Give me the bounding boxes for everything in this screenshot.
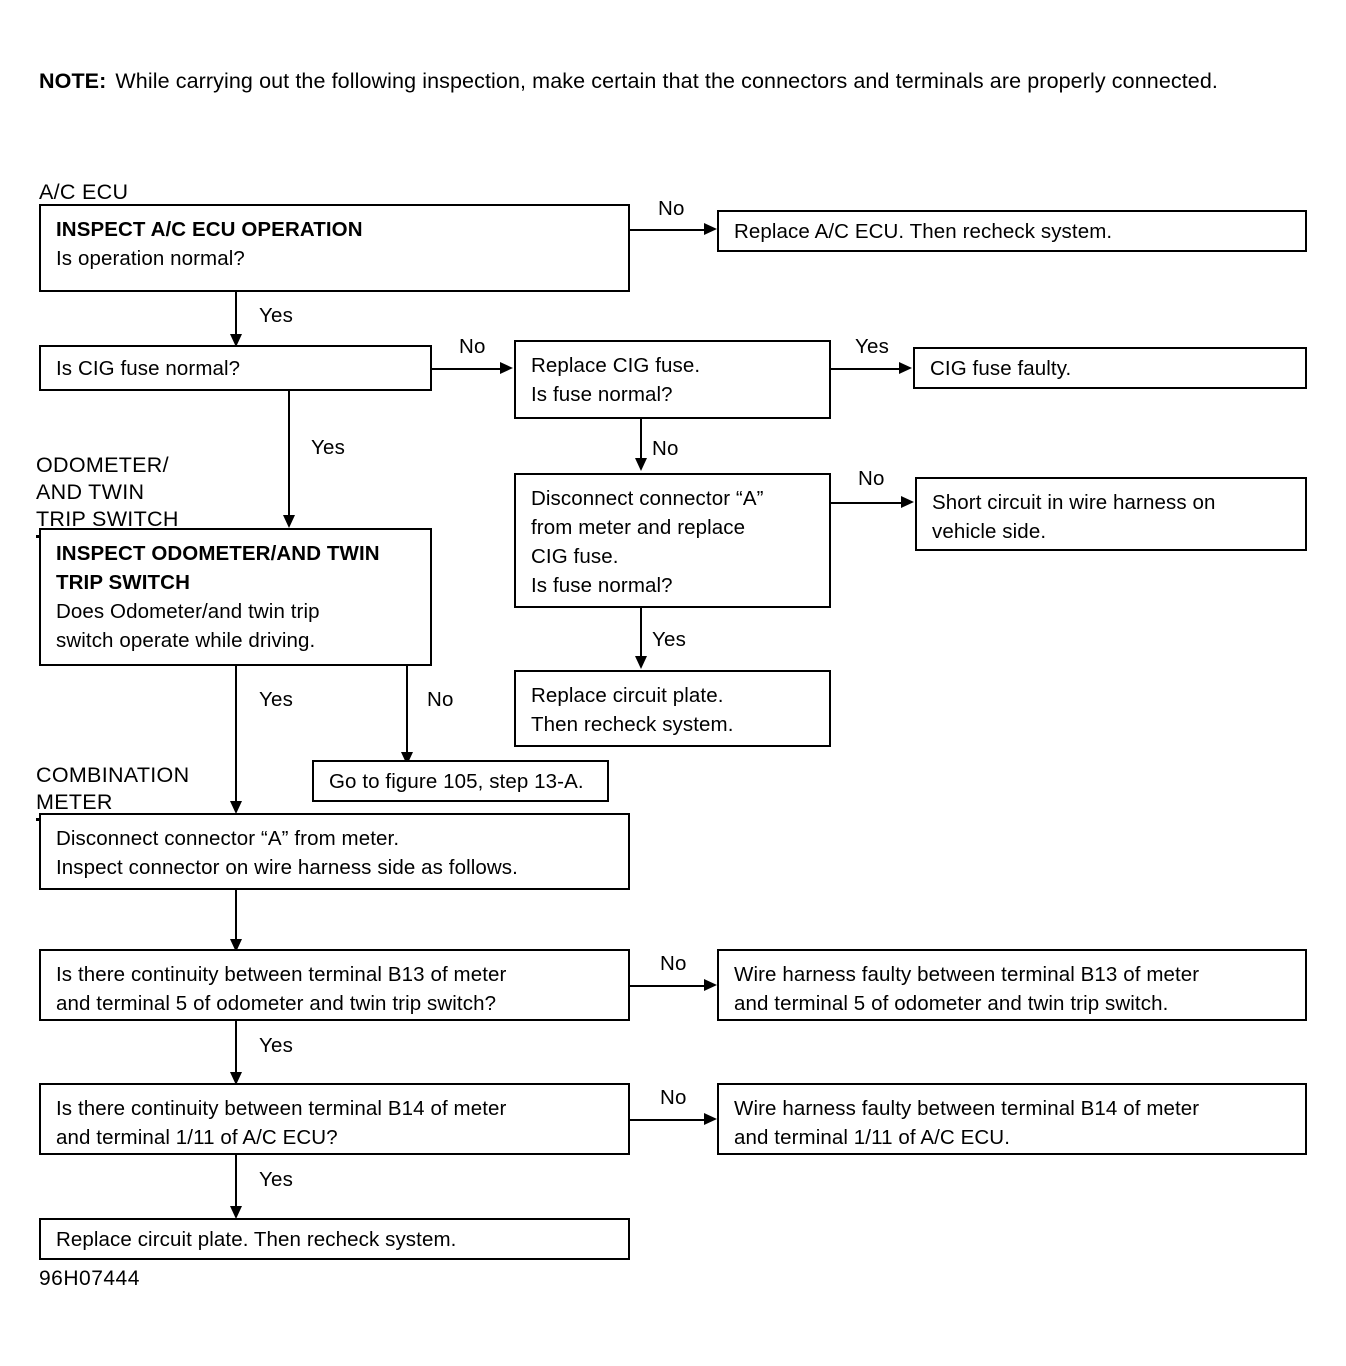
connector-ac-ecu-no <box>630 229 704 231</box>
section-title-combination-meter: COMBINATION METER <box>36 735 222 848</box>
box-line: Wire harness faulty between terminal B14… <box>734 1097 1200 1120</box>
edge-label-cig-no: No <box>459 335 486 358</box>
edge-label-odometer-no: No <box>427 688 454 711</box>
box-harness-faulty-b13: Wire harness faulty between terminal B13… <box>717 949 1307 1021</box>
connector-b14-yes <box>235 1155 237 1213</box>
box-is-cig-fuse-normal: Is CIG fuse normal? <box>39 345 432 391</box>
arrowhead-right <box>901 496 914 508</box>
arrowhead-down <box>283 515 295 528</box>
note-text: While carrying out the following inspect… <box>115 69 1218 93</box>
box-line: Is CIG fuse normal? <box>56 357 241 380</box>
box-line: CIG fuse. <box>531 545 619 568</box>
connector-replace-cig-no <box>640 419 642 464</box>
figure-id: 96H07444 <box>39 1267 140 1290</box>
box-heading: TRIP SWITCH <box>56 571 190 594</box>
box-line: Disconnect connector “A” <box>531 487 764 510</box>
connector-disconnect-no <box>831 502 901 504</box>
connector-b14-no <box>630 1119 704 1121</box>
arrowhead-right <box>704 223 717 235</box>
edge-label-ac-ecu-no: No <box>658 197 685 220</box>
box-heading: INSPECT ODOMETER/AND TWIN <box>56 542 380 565</box>
connector-cig-yes-down <box>288 391 290 523</box>
box-replace-cig-fuse: Replace CIG fuse. Is fuse normal? <box>514 340 831 419</box>
box-line: Replace A/C ECU. Then recheck system. <box>734 220 1113 243</box>
edge-label-b13-no: No <box>660 952 687 975</box>
edge-label-cig-yes-down: Yes <box>311 436 346 459</box>
section-title-combination-meter-label: COMBINATION METER <box>36 763 190 814</box>
connector-b13-no <box>630 985 704 987</box>
box-line: Short circuit in wire harness on <box>932 491 1216 514</box>
box-disconnect-connector-a-meter: Disconnect connector “A” from meter. Ins… <box>39 813 630 890</box>
arrowhead-down <box>230 334 242 347</box>
box-line: Go to figure 105, step 13-A. <box>329 770 584 793</box>
box-short-circuit: Short circuit in wire harness on vehicle… <box>915 477 1307 551</box>
edge-label-b14-no: No <box>660 1086 687 1109</box>
connector-odometer-no <box>406 666 408 760</box>
arrowhead-right <box>704 979 717 991</box>
arrowhead-down <box>230 1206 242 1219</box>
box-line: Is fuse normal? <box>531 574 673 597</box>
edge-label-replace-cig-yes: Yes <box>855 335 890 358</box>
box-line: CIG fuse faulty. <box>930 357 1072 380</box>
arrowhead-right <box>899 362 912 374</box>
box-line: Is there continuity between terminal B13… <box>56 963 507 986</box>
box-line: and terminal 5 of odometer and twin trip… <box>734 992 1169 1015</box>
box-cig-fuse-faulty: CIG fuse faulty. <box>913 347 1307 389</box>
connector-b13-yes <box>235 1021 237 1079</box>
box-harness-faulty-b14: Wire harness faulty between terminal B14… <box>717 1083 1307 1155</box>
box-disconnect-connector-a-replace-fuse: Disconnect connector “A” from meter and … <box>514 473 831 608</box>
box-line: Is there continuity between terminal B14… <box>56 1097 507 1120</box>
edge-label-ac-ecu-yes: Yes <box>259 304 294 327</box>
box-line: and terminal 5 of odometer and twin trip… <box>56 992 497 1015</box>
arrowhead-down <box>635 656 647 669</box>
edge-label-b13-yes: Yes <box>259 1034 294 1057</box>
edge-label-odometer-yes: Yes <box>259 688 294 711</box>
box-continuity-b14: Is there continuity between terminal B14… <box>39 1083 630 1155</box>
box-replace-circuit-plate-2: Replace circuit plate. Then recheck syst… <box>39 1218 630 1260</box>
arrowhead-down <box>230 1072 242 1085</box>
box-inspect-ac-ecu-operation: INSPECT A/C ECU OPERATION Is operation n… <box>39 204 630 292</box>
box-line: and terminal 1/11 of A/C ECU. <box>734 1126 1010 1149</box>
box-replace-circuit-plate-1: Replace circuit plate. Then recheck syst… <box>514 670 831 747</box>
edge-label-disconnect-no: No <box>858 467 885 490</box>
box-line: and terminal 1/11 of A/C ECU? <box>56 1126 338 1149</box>
connector-ac-ecu-yes <box>235 292 237 340</box>
arrowhead-down <box>230 939 242 952</box>
box-line: Replace circuit plate. Then recheck syst… <box>56 1228 457 1251</box>
note-paragraph: NOTE: While carrying out the following in… <box>39 66 1309 97</box>
box-line: Does Odometer/and twin trip <box>56 600 320 623</box>
box-line: Inspect connector on wire harness side a… <box>56 856 518 879</box>
box-line: switch operate while driving. <box>56 629 316 652</box>
section-title-odometer-label: ODOMETER/ AND TWIN TRIP SWITCH <box>36 453 179 531</box>
box-line: vehicle side. <box>932 520 1047 543</box>
connector-odometer-yes <box>235 666 237 808</box>
box-line: Replace CIG fuse. <box>531 354 701 377</box>
edge-label-disconnect-yes: Yes <box>652 628 687 651</box>
box-line: Then recheck system. <box>531 713 734 736</box>
connector-to-b13 <box>235 890 237 946</box>
edge-label-b14-yes: Yes <box>259 1168 294 1191</box>
arrowhead-down <box>230 801 242 814</box>
box-replace-ac-ecu: Replace A/C ECU. Then recheck system. <box>717 210 1307 252</box>
box-go-to-figure: Go to figure 105, step 13-A. <box>312 760 609 802</box>
section-title-ac-ecu-label: A/C ECU <box>39 180 129 204</box>
box-line: Wire harness faulty between terminal B13… <box>734 963 1200 986</box>
connector-cig-no <box>432 368 500 370</box>
arrowhead-down <box>635 458 647 471</box>
arrowhead-right <box>704 1113 717 1125</box>
box-line: Disconnect connector “A” from meter. <box>56 827 400 850</box>
box-line: Is fuse normal? <box>531 383 673 406</box>
box-line: from meter and replace <box>531 516 746 539</box>
box-heading: INSPECT A/C ECU OPERATION <box>56 218 363 241</box>
box-line: Is operation normal? <box>56 247 245 270</box>
arrowhead-right <box>500 362 513 374</box>
connector-disconnect-yes <box>640 608 642 663</box>
connector-replace-cig-yes <box>831 368 899 370</box>
box-line: Replace circuit plate. <box>531 684 724 707</box>
edge-label-replace-cig-no: No <box>652 437 679 460</box>
box-continuity-b13: Is there continuity between terminal B13… <box>39 949 630 1021</box>
box-inspect-odometer: INSPECT ODOMETER/AND TWIN TRIP SWITCH Do… <box>39 528 432 666</box>
note-label: NOTE: <box>39 69 107 93</box>
